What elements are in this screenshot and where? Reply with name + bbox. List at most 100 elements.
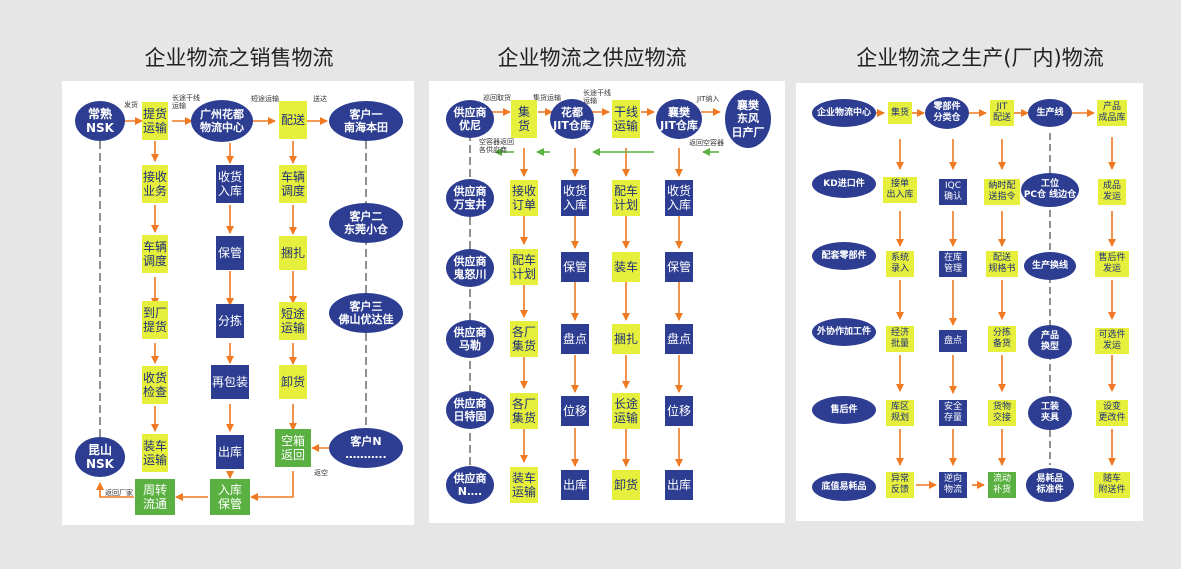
node-delivery-spec: 配送 规格书: [986, 251, 1018, 277]
node-long-transport: 长途 运输: [612, 393, 640, 429]
node-sorting: 分拣: [216, 304, 244, 338]
node-safety-stock: 安全 存量: [939, 400, 967, 426]
node-outbound-2: 出库: [665, 470, 693, 500]
node-supplier-youni: 供应商 优尼: [446, 100, 494, 138]
node-finished-goods: 产品 成品库: [1097, 100, 1127, 126]
node-zone-planning: 库区 规划: [886, 400, 914, 426]
node-consumables: 底值易耗品: [812, 473, 876, 501]
node-handover: 货物 交接: [988, 400, 1016, 426]
node-iqc-confirm: IQC 确认: [939, 179, 967, 205]
node-collect: 集货: [888, 102, 912, 124]
node-storage-1: 保管: [561, 252, 589, 282]
node-customer-2: 客户二 东莞小仓: [329, 203, 403, 243]
node-vehicle-plan-2: 配车 计划: [612, 180, 640, 216]
node-outbound-1: 出库: [561, 470, 589, 500]
node-distribution: 配送: [279, 101, 307, 139]
node-factory-pickup: 到厂 提货: [142, 301, 168, 339]
node-jit-distribution: JIT 配送: [990, 100, 1014, 126]
node-picking: 分拣 备货: [988, 326, 1016, 352]
node-inventory-2: 盘点: [665, 324, 693, 354]
sales-logistics-title: 企业物流之销售物流: [144, 46, 334, 70]
node-supplier-mahle: 供应商 马勒: [446, 320, 494, 358]
node-design-change: 设变 更改件: [1096, 400, 1128, 426]
label-trunk-transport: 长途干线 运输: [583, 89, 611, 106]
sales-logistics-panel: 发货 长途干线 运输 短途运输 送达 返空 返回厂家 常熟 NSK 昆山 NSK…: [62, 81, 414, 525]
node-receive-order: 接收 订单: [510, 180, 538, 216]
label-return-empty: 返空: [314, 469, 328, 477]
node-loading: 装车: [612, 252, 640, 282]
production-connectors: [874, 109, 1116, 489]
node-outsourced-parts: 外协作加工件: [812, 318, 876, 346]
node-trunk-transport: 干线 运输: [612, 100, 640, 138]
node-inventory-1: 盘点: [561, 324, 589, 354]
label-trunk-transport: 长途干线 运输: [172, 94, 200, 111]
node-accessory-parts: 随车 附送件: [1094, 472, 1130, 498]
label-short-transport: 短途运输: [251, 95, 279, 103]
node-parts-warehouse: 零部件 分类仓: [925, 97, 969, 129]
node-line-changeover: 生产换线: [1024, 252, 1076, 280]
node-warehouse-keep: 入库 保管: [210, 479, 250, 515]
node-supplier-wanbaojing: 供应商 万宝井: [446, 179, 494, 217]
node-customer-n: 客户N ………..: [329, 428, 403, 468]
node-receipt-check: 收货 检查: [142, 366, 168, 404]
node-inventory-management: 在库 管理: [939, 251, 967, 277]
node-load-transport: 装车 运输: [142, 434, 168, 472]
supply-logistics-title: 企业物流之供应物流: [497, 46, 687, 70]
node-receive-store-2: 收货 入库: [665, 180, 693, 216]
node-production-line: 生产线: [1028, 99, 1072, 127]
node-finished-shipping: 成品 发运: [1098, 179, 1126, 205]
node-factory-collect-2: 各厂 集货: [510, 393, 538, 429]
node-supplier-ritegu: 供应商 日特固: [446, 391, 494, 429]
node-supporting-parts: 配套零部件: [812, 242, 876, 270]
node-aftersales-parts: 售后件: [812, 396, 876, 424]
node-short-transport: 短途 运输: [279, 302, 307, 340]
node-vehicle-dispatch-2: 车辆 调度: [279, 165, 307, 203]
label-jit-delivery: JIT纳入: [697, 95, 720, 103]
node-stocktaking: 盘点: [939, 330, 967, 352]
node-standard-parts: 易耗品 标准件: [1026, 468, 1074, 502]
node-supplier-n: 供应商 N….: [446, 466, 494, 504]
node-station-warehouse: 工位 PC仓 线边仓: [1021, 173, 1079, 207]
node-outbound: 出库: [216, 435, 244, 469]
node-system-entry: 系统 录入: [886, 251, 914, 277]
node-repacking: 再包装: [211, 365, 249, 399]
production-logistics-panel: 企业物流中心 KD进口件 配套零部件 外协作加工件 售后件 底值易耗品 集货 零…: [796, 83, 1143, 521]
production-logistics-title: 企业物流之生产(厂内)物流: [856, 46, 1104, 70]
node-unloading: 卸货: [279, 365, 307, 399]
node-exception-feedback: 异常 反馈: [886, 472, 914, 498]
node-turnover: 周转 流通: [135, 479, 175, 515]
node-storage: 保管: [216, 236, 244, 270]
node-load-transport: 装车 运输: [510, 467, 538, 503]
node-supplier-kinugawa: 供应商 鬼怒川: [446, 249, 494, 287]
node-changshu-nsk: 常熟 NSK: [75, 101, 125, 141]
node-huadu-jit-warehouse: 花都 JIT仓库: [550, 99, 594, 139]
node-fixtures: 工装 夹具: [1028, 396, 1072, 430]
node-kd-import-parts: KD进口件: [812, 170, 876, 198]
label-container-back: 空容器返回 各供应商: [479, 138, 514, 155]
label-return-container: 返回空容器: [689, 139, 724, 147]
node-aftersales-shipping: 售后件 发运: [1095, 251, 1129, 277]
node-vehicle-plan-1: 配车 计划: [510, 249, 538, 285]
node-empty-box-return: 空箱 返回: [275, 429, 311, 467]
node-customer-1: 客户一 南海本田: [329, 101, 403, 141]
label-milk-run: 巡回取货: [483, 94, 511, 102]
node-kunshan-nsk: 昆山 NSK: [75, 437, 125, 477]
label-deliver: 送达: [313, 95, 327, 103]
node-reverse-logistics: 逆向 物流: [939, 472, 967, 498]
node-receive-business: 接收 业务: [142, 165, 168, 203]
node-storage-2: 保管: [665, 252, 693, 282]
sales-connectors: [96, 117, 367, 501]
node-order-inout: 接单 出入库: [883, 177, 917, 203]
node-relocate-1: 位移: [561, 396, 589, 426]
node-vehicle-dispatch-1: 车辆 调度: [142, 235, 168, 273]
node-unloading: 卸货: [612, 470, 640, 500]
node-dongfeng-nissan-plant: 襄樊 东风 日产厂: [725, 90, 771, 148]
node-receive-store-1: 收货 入库: [561, 180, 589, 216]
node-receive-store: 收货 入库: [216, 165, 244, 203]
node-bundling: 捆扎: [612, 324, 640, 354]
node-economic-batch: 经济 批量: [886, 326, 914, 352]
label-ship: 发货: [124, 101, 138, 109]
label-collect-transport: 集货运输: [533, 94, 561, 102]
node-collect-goods: 集 货: [511, 100, 537, 138]
node-pickup-transport: 提货 运输: [142, 102, 168, 140]
